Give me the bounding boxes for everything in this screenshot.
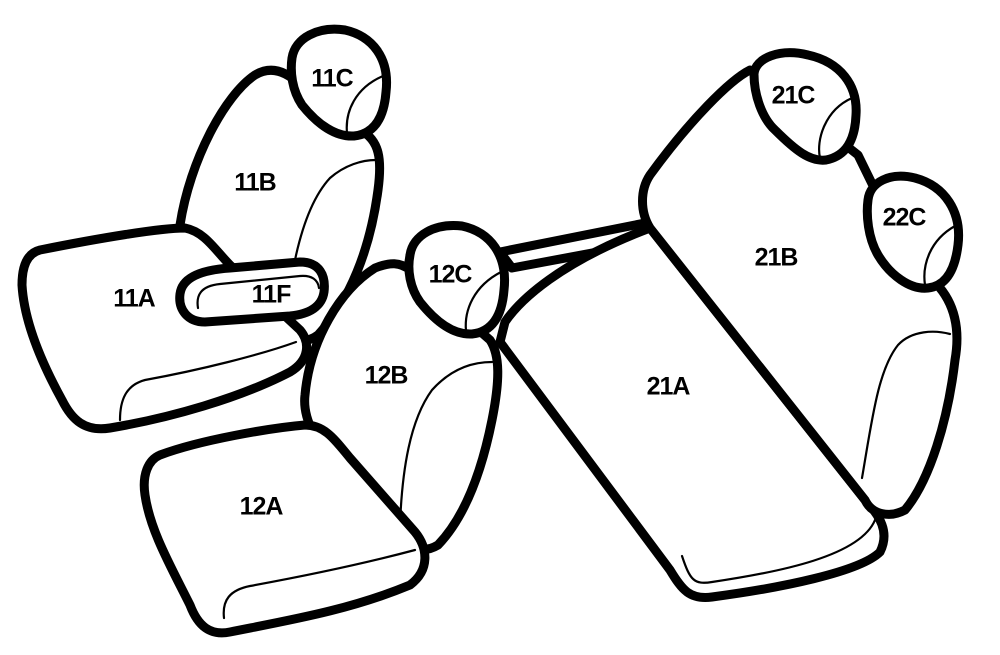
part-11F-seam (196, 274, 321, 310)
part-12B-label: 12B (365, 362, 408, 390)
part-11C-seam (345, 74, 385, 135)
part-12C-headrest[interactable] (404, 221, 510, 339)
part-12C-label: 12C (429, 261, 473, 289)
part-21B-side-seam (860, 330, 952, 480)
part-12A-front-right-cushion[interactable] (139, 420, 430, 638)
part-21A-rear-cushion[interactable] (495, 223, 889, 603)
part-11C-headrest[interactable] (286, 24, 392, 141)
part-12C-seam (464, 270, 503, 333)
part-11A-label: 11A (113, 285, 155, 313)
part-11A-front-seam (118, 340, 298, 422)
part-21A-label: 21A (647, 373, 691, 401)
part-12B-side-seam (398, 360, 494, 527)
part-22C-seam (923, 224, 957, 287)
part-21B-rear-backrest[interactable] (638, 65, 962, 519)
part-21B-label: 21B (755, 244, 798, 272)
part-11B-label: 11B (234, 169, 275, 197)
part-11F-label: 11F (252, 281, 291, 309)
part-21A-front-seam (680, 518, 877, 584)
part-22C-headrest[interactable] (862, 171, 964, 293)
part-21C-seam (818, 96, 854, 160)
part-11C-label: 11C (311, 65, 353, 93)
part-12A-label: 12A (240, 493, 284, 521)
part-22C-label: 22C (883, 204, 927, 232)
part-21C-headrest[interactable] (749, 48, 861, 165)
part-21C-label: 21C (772, 82, 816, 110)
part-12A-front-seam (222, 548, 417, 620)
